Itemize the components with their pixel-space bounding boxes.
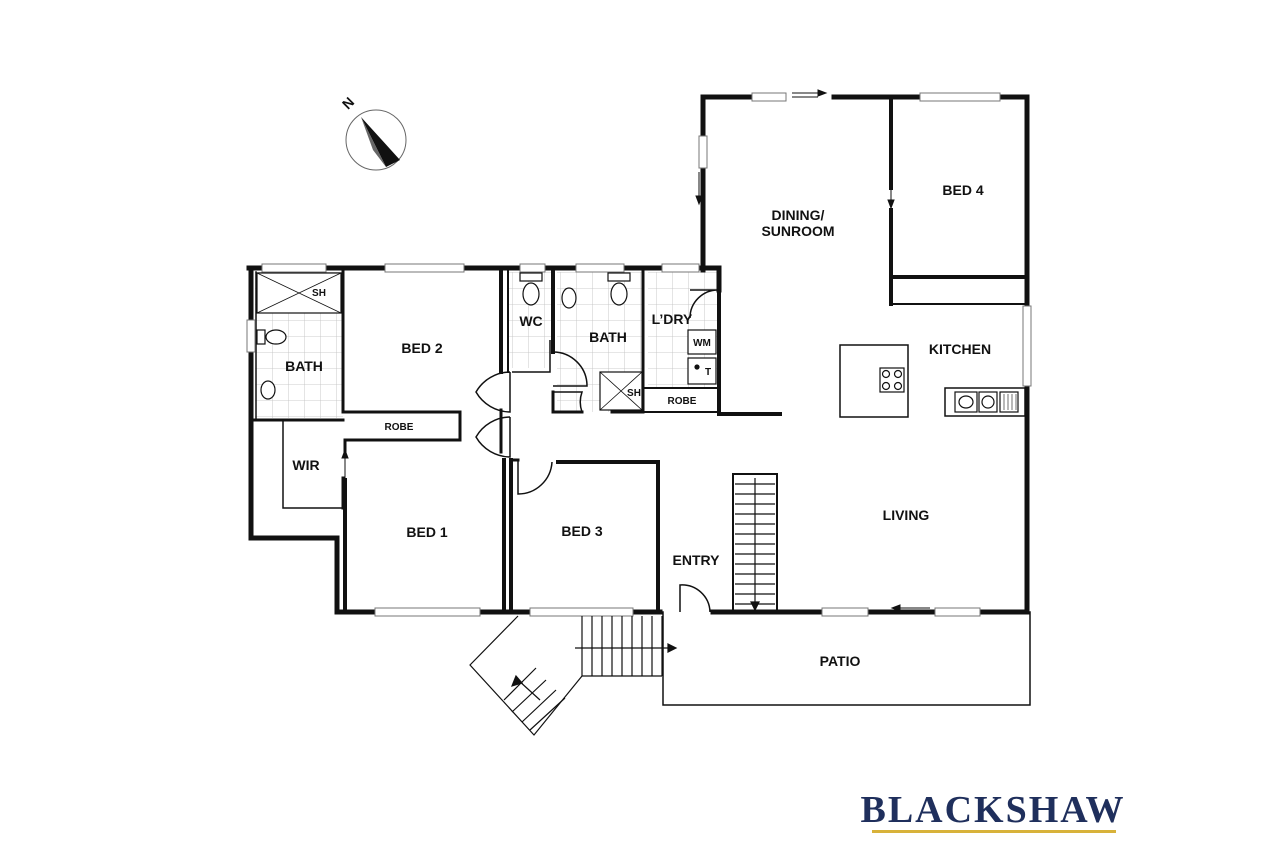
- label-bed3: BED 3: [561, 523, 602, 539]
- label-bath: BATH: [589, 329, 627, 345]
- internal-stairs: [735, 478, 775, 612]
- label-kitchen: KITCHEN: [929, 341, 991, 357]
- brand-underline: [872, 830, 1116, 833]
- door-swings: [475, 289, 720, 613]
- brand-name: BLACKSHAW: [860, 789, 1125, 831]
- label-bed4: BED 4: [942, 182, 983, 198]
- brand-logo: BLACKSHAW: [860, 789, 1125, 833]
- label-robe-hall: ROBE: [668, 396, 697, 407]
- fixtures: [256, 272, 1019, 413]
- windows: [246, 92, 1032, 617]
- label-living: LIVING: [883, 507, 930, 523]
- label-washing-machine: WM: [693, 338, 711, 349]
- compass: N: [339, 94, 407, 171]
- label-wir: WIR: [292, 457, 319, 473]
- label-wc: WC: [519, 313, 542, 329]
- external-stairs: [469, 615, 678, 736]
- label-robe-bed2: ROBE: [385, 422, 414, 433]
- label-tub: T: [705, 367, 711, 378]
- label-bath-shower: SH: [627, 388, 641, 399]
- label-ensuite-shower: SH: [312, 288, 326, 299]
- compass-north-label: N: [339, 94, 357, 112]
- label-dining-line2: SUNROOM: [761, 223, 834, 239]
- label-ensuite: BATH: [285, 358, 323, 374]
- label-dining-line1: DINING/: [772, 207, 825, 223]
- sliding-door-arrows: [341, 89, 930, 613]
- label-laundry: L’DRY: [652, 311, 693, 327]
- room-labels: DINING/ SUNROOM BED 4 KITCHEN BATH SH BE…: [285, 182, 991, 669]
- label-bed2: BED 2: [401, 340, 442, 356]
- label-entry: ENTRY: [673, 552, 721, 568]
- walls: [246, 94, 1031, 706]
- label-patio: PATIO: [820, 653, 861, 669]
- label-bed1: BED 1: [406, 524, 447, 540]
